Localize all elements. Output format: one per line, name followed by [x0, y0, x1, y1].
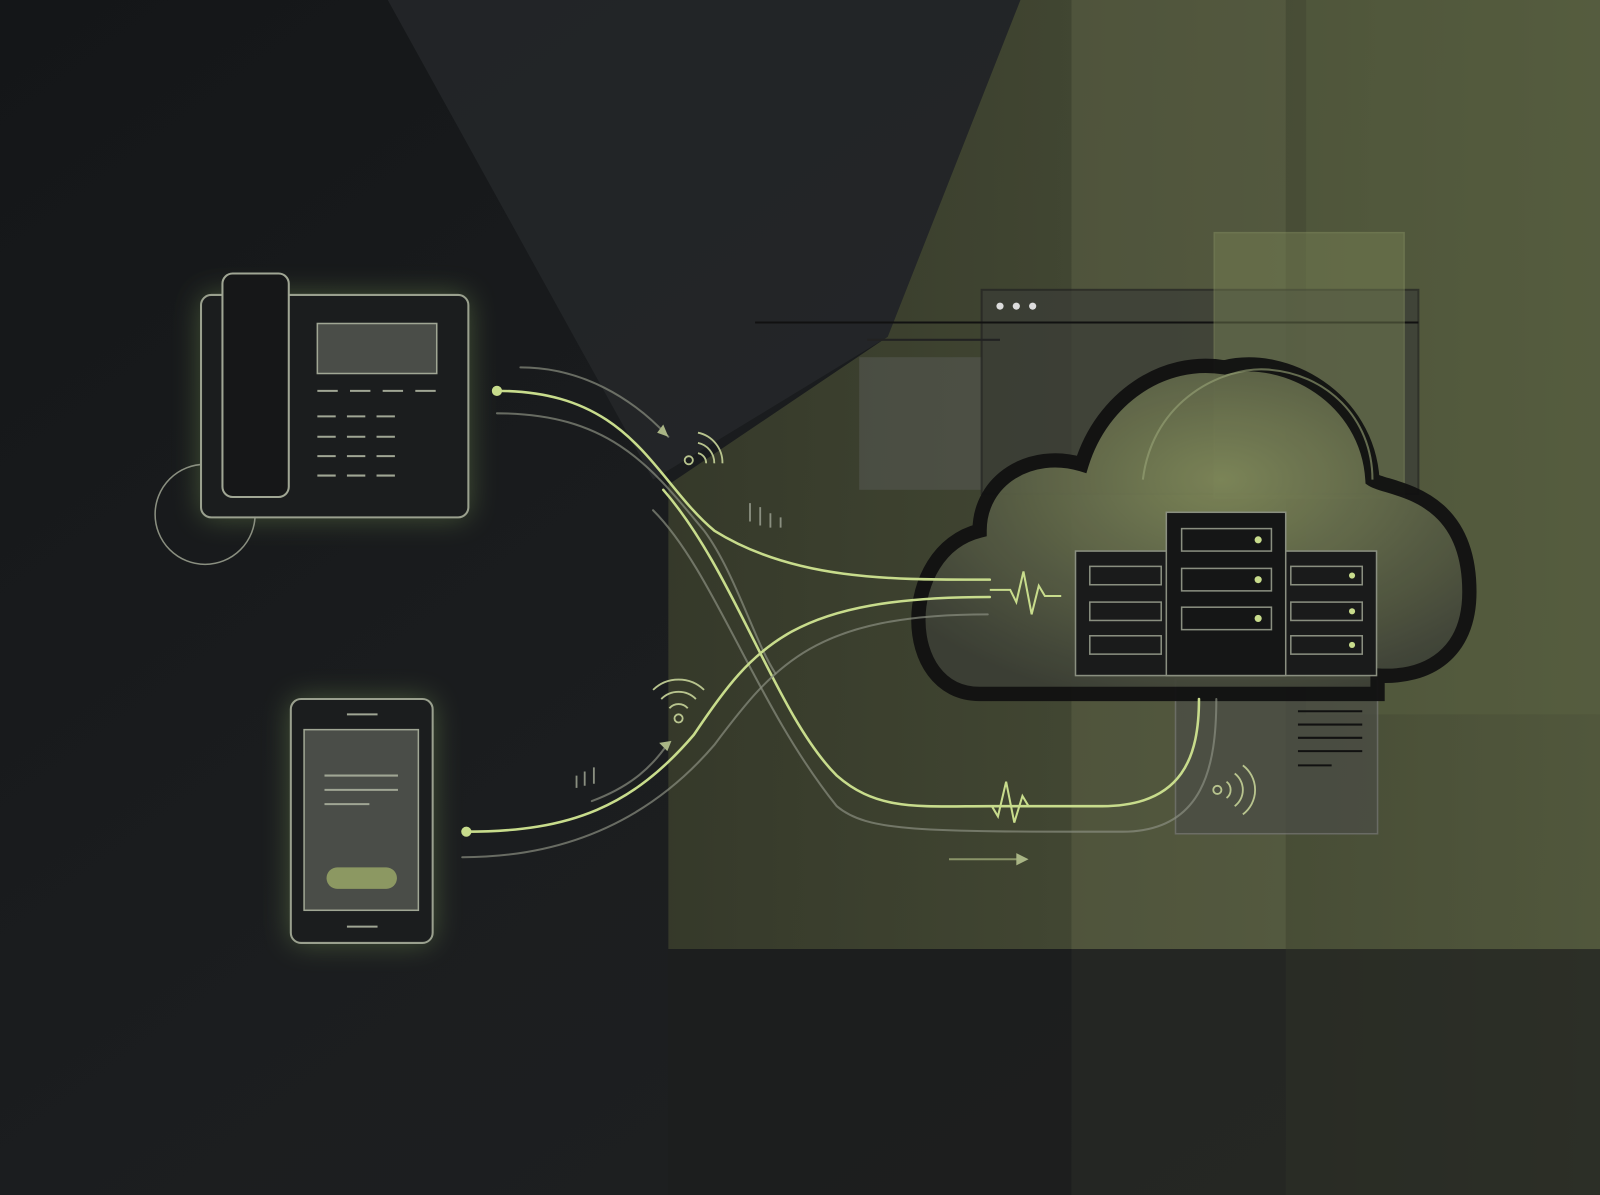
phone-to-cloud-line [495, 389, 992, 581]
heartbeat-pulse-icon [979, 571, 1062, 823]
mobile-to-cloud-line [465, 595, 992, 833]
arrow-icon [657, 424, 1029, 866]
dark-bottom-band [668, 949, 1600, 1195]
server-rack-icon [1074, 511, 1378, 677]
light-wedge [387, 0, 1021, 480]
smartphone-button [326, 867, 397, 889]
phone-to-bottom-line [661, 488, 1201, 808]
desk-phone-icon [154, 272, 470, 566]
phone-screen [316, 322, 438, 375]
handset [221, 272, 290, 499]
connection-lines [461, 366, 1218, 859]
gray-column [859, 357, 982, 490]
document-icon [1174, 677, 1379, 835]
phone-endpoint-dot [491, 385, 503, 396]
signal-waves-icon [575, 431, 1256, 816]
smartphone-icon [289, 698, 434, 944]
mobile-endpoint-dot [461, 826, 472, 837]
